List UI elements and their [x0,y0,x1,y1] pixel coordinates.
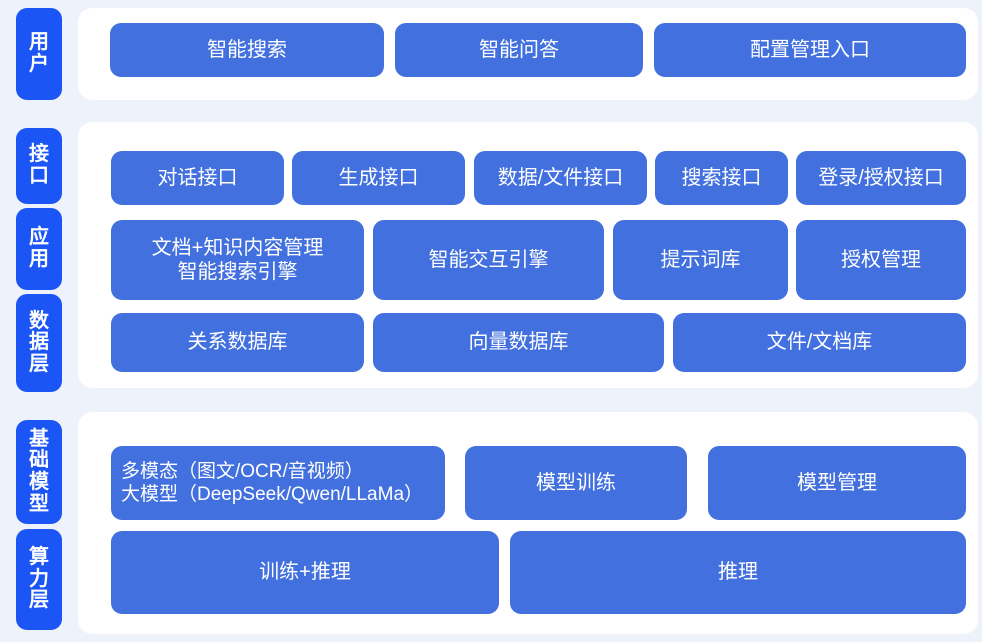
box-training-plus-inference-label: 训练+推理 [259,561,351,583]
side-tab-compute-layer[interactable]: 算力层 [16,529,62,630]
box-model-management[interactable]: 模型管理 [708,446,966,520]
box-data-file-interface-label: 数据/文件接口 [497,166,624,189]
box-intelligent-qa-label: 智能问答 [479,38,559,61]
box-authorization-management[interactable]: 授权管理 [796,220,966,300]
box-dialog-interface-label: 对话接口 [157,166,238,189]
box-model-management-label: 模型管理 [797,471,877,494]
box-multimodal-large-model[interactable]: 多模态（图文/OCR/音视频） 大模型（DeepSeek/Qwen/LLaMa） [111,446,445,520]
side-tab-interface[interactable]: 接口 [16,128,62,204]
side-tab-foundation-model[interactable]: 基础模型 [16,420,62,524]
box-generation-interface-label: 生成接口 [338,166,419,189]
box-file-document-store-label: 文件/文档库 [766,331,873,353]
box-search-interface[interactable]: 搜索接口 [655,151,788,205]
box-intelligent-interaction-engine[interactable]: 智能交互引擎 [373,220,604,300]
box-multimodal-large-model-label: 多模态（图文/OCR/音视频） 大模型（DeepSeek/Qwen/LLaMa） [121,460,424,505]
side-tab-data-layer[interactable]: 数据层 [16,294,62,392]
box-data-file-interface[interactable]: 数据/文件接口 [474,151,647,205]
box-dialog-interface[interactable]: 对话接口 [111,151,284,205]
box-config-management-entry[interactable]: 配置管理入口 [654,23,966,77]
box-config-management-entry-label: 配置管理入口 [750,38,870,61]
box-model-training-label: 模型训练 [536,471,616,494]
side-tab-data-layer-label: 数据层 [29,309,49,375]
box-intelligent-search[interactable]: 智能搜索 [110,23,384,77]
side-tab-compute-layer-label: 算力层 [29,546,49,612]
box-vector-database-label: 向量数据库 [468,331,569,353]
box-model-training[interactable]: 模型训练 [465,446,687,520]
box-generation-interface[interactable]: 生成接口 [292,151,465,205]
box-doc-knowledge-management[interactable]: 文档+知识内容管理 智能搜索引擎 [111,220,364,300]
side-tab-interface-label: 接口 [29,143,49,187]
box-prompt-library-label: 提示词库 [660,248,741,271]
box-file-document-store[interactable]: 文件/文档库 [673,313,966,372]
side-tab-user-label: 用户 [29,31,49,75]
side-tab-application[interactable]: 应用 [16,208,62,290]
box-authorization-management-label: 授权管理 [841,248,921,271]
box-search-interface-label: 搜索接口 [681,166,762,189]
box-inference[interactable]: 推理 [510,531,966,614]
box-training-plus-inference[interactable]: 训练+推理 [111,531,499,614]
box-intelligent-interaction-engine-label: 智能交互引擎 [428,248,549,271]
box-doc-knowledge-management-label: 文档+知识内容管理 智能搜索引擎 [151,236,324,283]
side-tab-user[interactable]: 用户 [16,8,62,100]
side-tab-application-label: 应用 [29,226,49,270]
side-tab-foundation-model-label: 基础模型 [29,427,49,515]
box-relational-database[interactable]: 关系数据库 [111,313,364,372]
box-intelligent-search-label: 智能搜索 [207,38,287,61]
box-vector-database[interactable]: 向量数据库 [373,313,664,372]
box-prompt-library[interactable]: 提示词库 [613,220,788,300]
box-inference-label: 推理 [718,561,758,583]
box-intelligent-qa[interactable]: 智能问答 [395,23,643,77]
box-login-auth-interface[interactable]: 登录/授权接口 [796,151,966,205]
box-login-auth-interface-label: 登录/授权接口 [818,166,944,189]
box-relational-database-label: 关系数据库 [187,331,288,353]
